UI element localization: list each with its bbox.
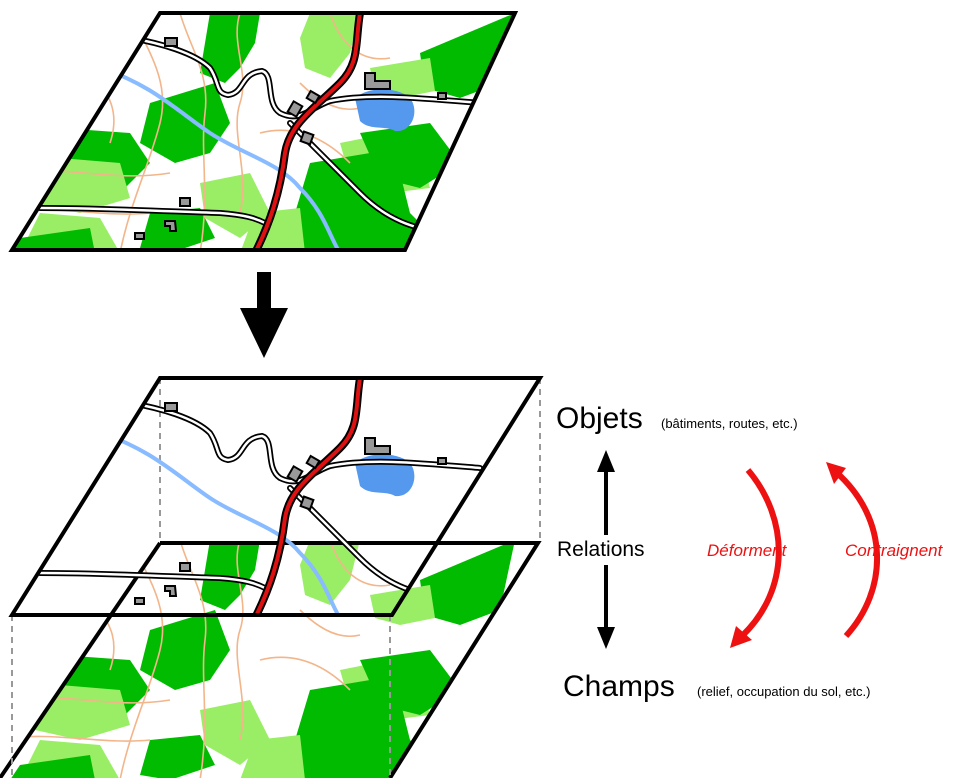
champs-label: Champs xyxy=(563,670,675,703)
up-down-arrow-icon xyxy=(597,450,615,649)
layer-connectors xyxy=(11,378,541,778)
objets-label: Objets xyxy=(556,402,643,435)
top-map-panel xyxy=(8,11,519,252)
curved-arrow-up-icon xyxy=(826,462,881,639)
deforment-label: Déforment xyxy=(707,541,788,560)
down-arrow-icon xyxy=(240,272,288,358)
objets-detail-label: (bâtiments, routes, etc.) xyxy=(661,416,798,431)
fields-layer xyxy=(0,541,542,778)
curved-arrow-down-icon xyxy=(730,468,782,648)
champs-detail-label: (relief, occupation du sol, etc.) xyxy=(697,684,870,699)
objects-layer xyxy=(8,376,544,617)
relations-label: Relations xyxy=(557,538,645,561)
contraignent-label: Contraignent xyxy=(845,541,944,560)
